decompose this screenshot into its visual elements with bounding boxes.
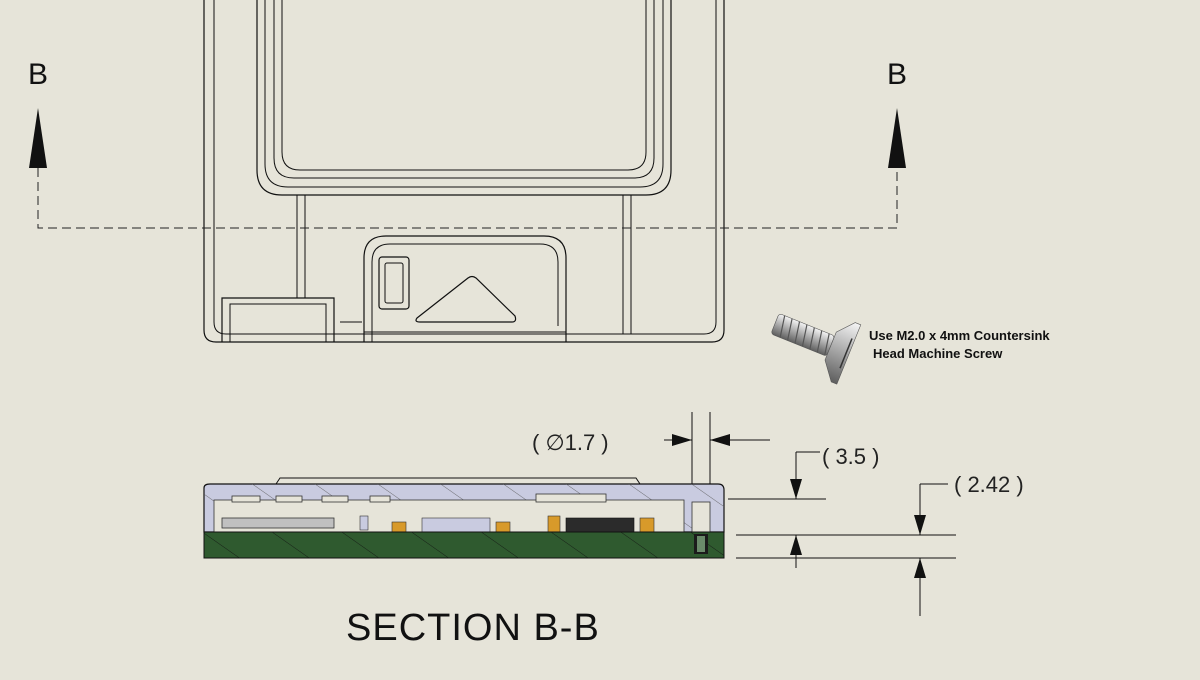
section-arrow-icon xyxy=(888,108,906,168)
board-offset-value: ( 2.42 ) xyxy=(954,472,1024,497)
dimension-hole-diameter: ( ∅1.7 ) xyxy=(532,412,770,484)
depth-value: ( 3.5 ) xyxy=(822,444,879,469)
hole-diameter-value: ( ∅1.7 ) xyxy=(532,430,609,455)
section-label-left: B xyxy=(28,58,48,91)
screw-note-line1: Use M2.0 x 4mm Countersink xyxy=(869,328,1050,343)
section-line: B B xyxy=(28,58,907,229)
countersink-screw-icon xyxy=(771,313,862,385)
dimension-depth: ( 3.5 ) xyxy=(728,444,956,568)
section-arrow-icon xyxy=(29,108,47,168)
section-label-right: B xyxy=(887,58,907,91)
screw-note-line2: Head Machine Screw xyxy=(873,346,1003,361)
dimension-board-offset: ( 2.42 ) xyxy=(736,472,1024,616)
section-title: SECTION B-B xyxy=(346,607,600,649)
section-view xyxy=(203,477,725,559)
housing-top-view xyxy=(203,0,725,343)
